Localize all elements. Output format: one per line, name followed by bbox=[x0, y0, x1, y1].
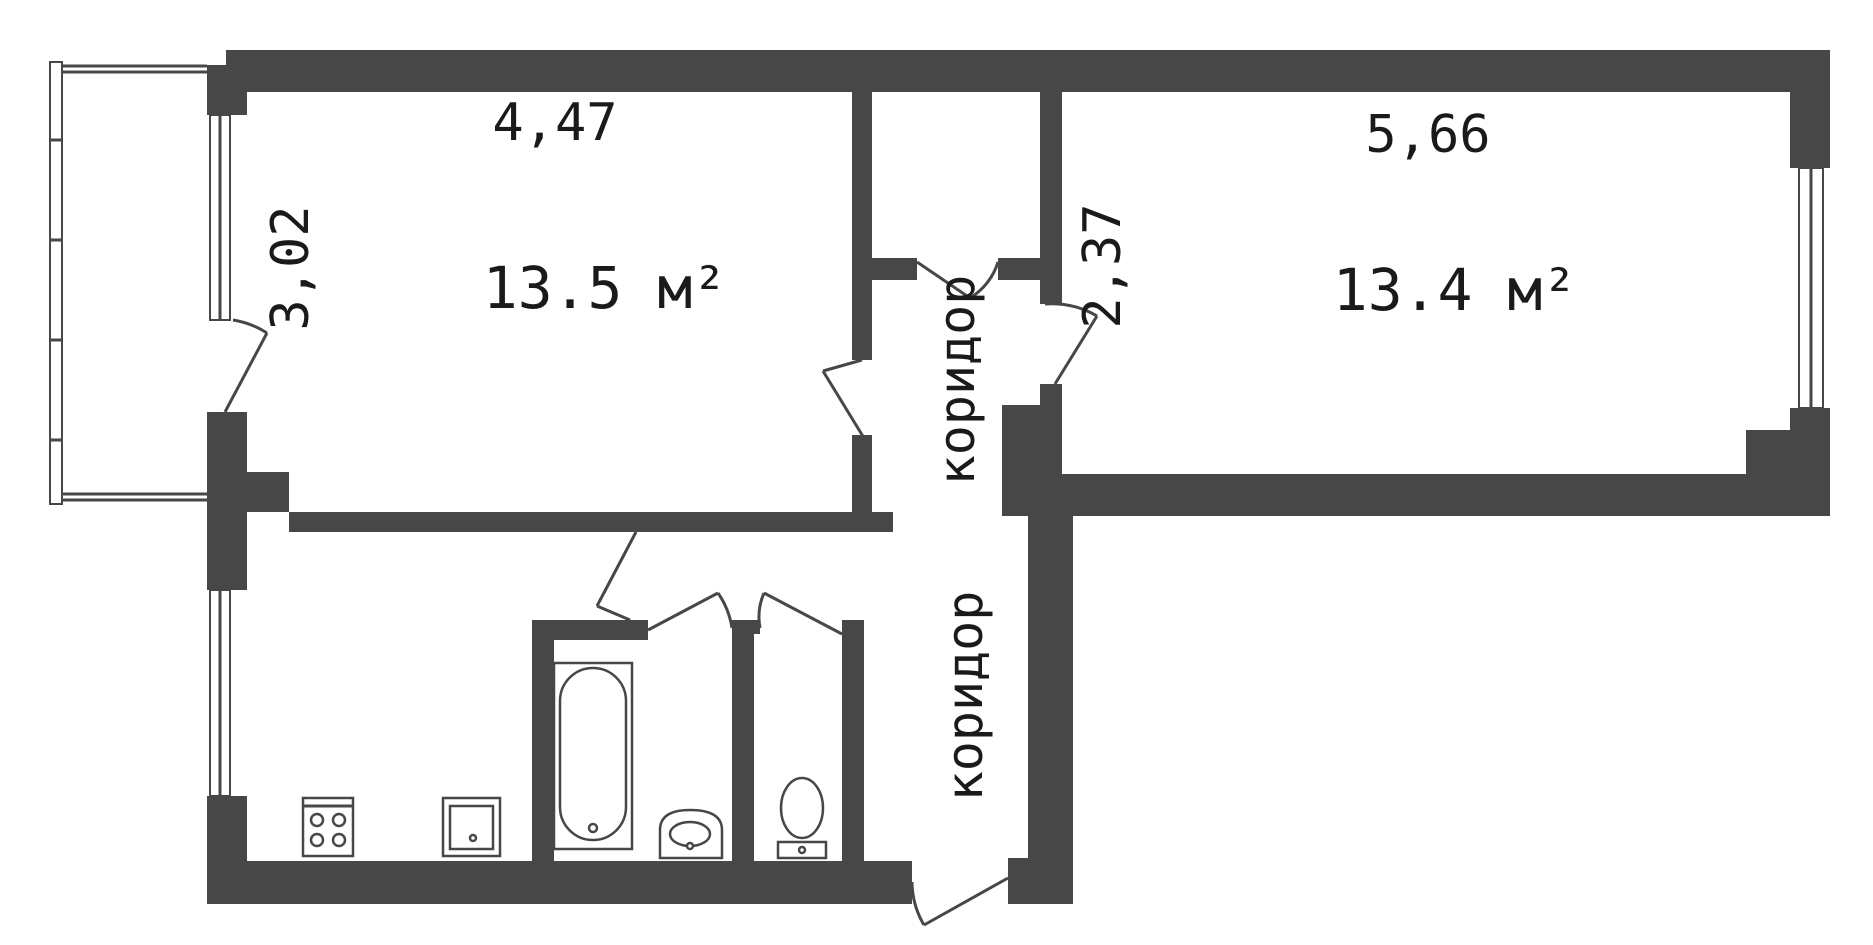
stove-icon bbox=[301, 796, 355, 858]
window-kitchen bbox=[209, 589, 231, 797]
toilet-icon bbox=[776, 776, 828, 860]
outer-walls bbox=[207, 50, 1830, 904]
room-left-area-label: 13.5 м² bbox=[483, 254, 727, 322]
window-right-room bbox=[1798, 167, 1824, 409]
windows bbox=[209, 114, 1824, 797]
room-left-depth-label: 3,02 bbox=[261, 205, 321, 330]
door-left-room bbox=[821, 358, 866, 439]
labels: 4,47 3,02 13.5 м² 5,66 2,37 13.4 м² кори… bbox=[261, 93, 1577, 801]
door-toilet bbox=[757, 591, 843, 636]
room-right-width-label: 5,66 bbox=[1365, 105, 1490, 165]
corridor-upper-label: коридор bbox=[928, 275, 986, 486]
inner-walls bbox=[289, 92, 1062, 861]
room-left-width-label: 4,47 bbox=[492, 93, 617, 153]
corridor-lower-label: коридор bbox=[936, 591, 994, 802]
kitchen-sink-icon bbox=[441, 796, 502, 858]
fixtures bbox=[301, 661, 828, 860]
door-closet bbox=[916, 260, 1000, 300]
door-kitchen bbox=[595, 531, 638, 622]
door-right-room bbox=[1044, 302, 1099, 385]
doors bbox=[223, 260, 1099, 927]
door-bathroom bbox=[647, 591, 734, 632]
balcony bbox=[49, 61, 207, 505]
room-right-depth-label: 2,37 bbox=[1073, 203, 1133, 328]
room-right-area-label: 13.4 м² bbox=[1333, 256, 1577, 324]
door-entrance bbox=[910, 876, 1009, 927]
bathtub-icon bbox=[552, 661, 634, 851]
washbasin-icon bbox=[658, 808, 724, 860]
window-left-room bbox=[209, 114, 231, 321]
door-balcony bbox=[223, 318, 269, 413]
